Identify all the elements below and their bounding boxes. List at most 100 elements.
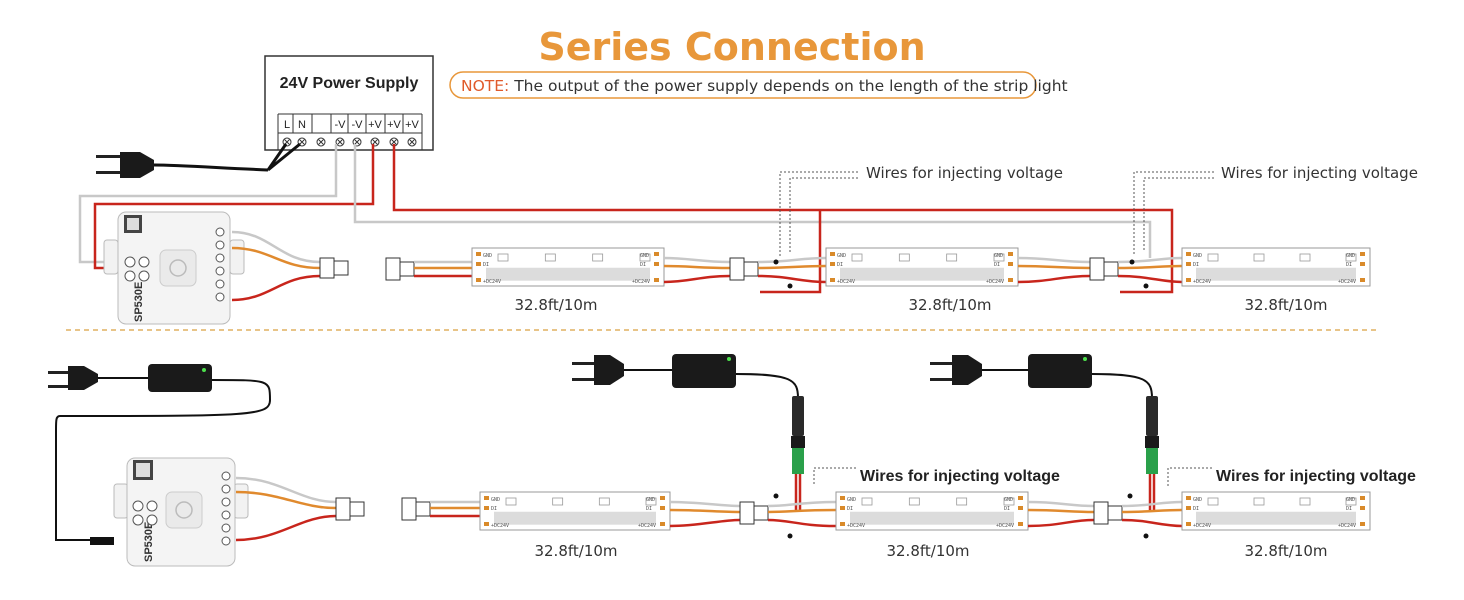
wire [663,274,731,284]
strip-pad-label: +DC24V [996,523,1014,529]
led-chip [1207,253,1219,262]
wire [1121,518,1183,528]
wire [1121,500,1183,508]
controller-button [146,500,158,512]
injection-label-text: Wires for injecting voltage [1216,468,1416,485]
led-chip [861,497,873,506]
connector-icon [319,257,349,279]
ac-plug-icon [96,142,301,178]
terminal-screw-icon [316,137,326,147]
junction-dot [1143,533,1149,539]
controller-model-label: SP530E [143,522,155,562]
controller-button [138,270,150,282]
strip-pad-label: GND [994,253,1003,259]
strip-pad-label: DI [646,506,652,512]
controller-top: SP530E [103,211,245,325]
led-chip [956,497,968,506]
solder-pad [830,278,835,282]
strip-pad-label: +DC24V [483,279,501,285]
solder-pad [1360,278,1365,282]
wire [767,508,837,514]
solder-pad [1360,262,1365,266]
power-adapter [930,354,1159,510]
strip-pad-label: DI [483,262,489,268]
wire [767,500,837,508]
wire [757,256,827,264]
connector-icon [401,497,431,521]
strip-pad-label: +DC24V [491,523,509,529]
solder-pad [840,522,845,526]
wire [1121,508,1183,514]
solder-pad [1186,262,1191,266]
controller-port [221,510,231,520]
junction-dot [773,259,779,265]
wire [1017,274,1091,284]
solder-pad [1186,522,1191,526]
solder-pad [1360,506,1365,510]
connector-icon [335,497,365,521]
led-chip [592,253,604,262]
junction-dot [787,283,793,289]
strip-pad-label: +DC24V [638,523,656,529]
strip-pad-label: GND [1193,497,1202,503]
psu-terminal-label: -V [352,119,364,131]
strip-pad-label: DI [1346,506,1352,512]
power-supply-title: 24V Power Supply [280,75,419,92]
led-chip [497,253,509,262]
controller-button [124,270,136,282]
controller-port [215,279,225,289]
strip-pad-label: +DC24V [1338,279,1356,285]
controller-button [138,256,150,268]
solder-pad [1186,278,1191,282]
solder-pad [840,506,845,510]
controller-port [221,536,231,546]
wire [1027,500,1095,508]
controller-output-wires-bottom [235,476,337,542]
note-text: The output of the power supply depends o… [509,77,1067,95]
solder-pad [660,522,665,526]
psu-terminal-label: +V [368,119,382,131]
connector-icon [385,257,415,281]
led-chip [851,253,863,262]
strip-pad-label: DI [1004,506,1010,512]
wire [663,264,731,270]
wire [669,518,741,528]
solder-pad [1186,506,1191,510]
wire [669,500,741,508]
solder-pad [654,278,659,282]
solder-pad [476,278,481,282]
controller-port [215,253,225,263]
psu-terminal-label: +V [405,119,419,131]
led-chip [1253,253,1265,262]
strip-pad-label: +DC24V [1193,523,1211,529]
controller-port [215,227,225,237]
controller-button [132,500,144,512]
injection-label-bottom-2: Wires for injecting voltage [1167,467,1416,486]
injection-label-text: Wires for injecting voltage [866,164,1063,182]
controller-bottom: SP530E [113,457,249,567]
note: NOTE: The output of the power supply dep… [461,77,1068,95]
wire [767,518,837,528]
solder-pad [1186,496,1191,500]
controller-port [215,266,225,276]
injection-label-bottom-1: Wires for injecting voltage [813,467,1060,486]
led-chip [1345,497,1357,506]
psu-terminal-label: -V [335,119,347,131]
controller-port [215,240,225,250]
psu-terminal-label: L [284,119,290,131]
wire [757,274,827,284]
connector-icon [1089,257,1119,281]
strip-pad-label: DI [847,506,853,512]
controller-port [221,471,231,481]
solder-pad [484,506,489,510]
strip-pad-label: GND [837,253,846,259]
junction-dot [773,493,779,499]
strip-pad-label: +DC24V [847,523,865,529]
strip-pad-label: +DC24V [1193,279,1211,285]
page-title: Series Connection [538,25,925,69]
solder-pad [830,252,835,256]
